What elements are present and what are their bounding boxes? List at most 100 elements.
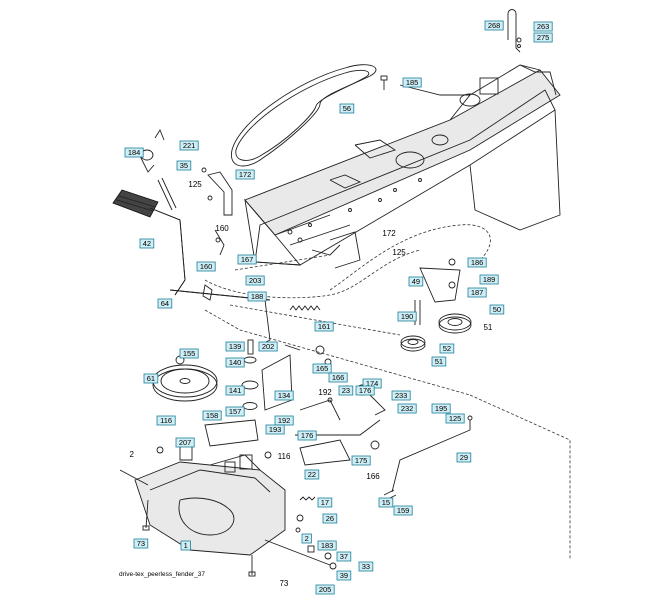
callout-box <box>338 385 354 396</box>
callout-number: 202 <box>262 342 275 351</box>
callout-box <box>225 357 245 368</box>
callout-box <box>397 403 417 414</box>
callout-number: 61 <box>147 374 155 383</box>
callout-42: 42 <box>139 238 155 249</box>
callout-number: 140 <box>229 358 242 367</box>
callout-221: 221 <box>179 140 199 151</box>
pulley-61 <box>152 355 218 402</box>
callout-184: 184 <box>124 147 144 158</box>
callout-193: 193 <box>265 424 285 435</box>
callout-box <box>237 254 257 265</box>
callout-160: 160 <box>196 261 216 272</box>
callout-box <box>304 469 320 480</box>
callout-number: 51 <box>483 323 492 332</box>
transaxle <box>119 446 331 577</box>
callout-box <box>467 257 487 268</box>
callout-box <box>143 373 159 384</box>
callout-box <box>314 321 334 332</box>
callout-205: 205 <box>315 584 335 595</box>
callout-157: 157 <box>225 406 245 417</box>
callout-158: 158 <box>202 410 222 421</box>
callout-188: 188 <box>247 291 267 302</box>
callout-number: 33 <box>362 562 370 571</box>
callout-number: 2 <box>129 450 134 459</box>
callout-number: 176 <box>359 386 372 395</box>
callout-number: 189 <box>483 275 496 284</box>
callout-56: 56 <box>339 103 355 114</box>
control-linkage <box>295 384 386 466</box>
callout-box <box>124 147 144 158</box>
callout-box <box>196 261 216 272</box>
callout-box <box>322 513 338 524</box>
callout-number: 125 <box>188 180 202 189</box>
callout-box <box>225 385 245 396</box>
callout-number: 155 <box>183 349 196 358</box>
callout-box <box>235 169 255 180</box>
callout-175: 175 <box>351 455 371 466</box>
callout-box <box>355 385 375 396</box>
callout-box <box>156 415 176 426</box>
callout-number: 233 <box>395 391 408 400</box>
callout-box <box>328 372 348 383</box>
callout-61: 61 <box>143 373 159 384</box>
callout-box <box>139 238 155 249</box>
callout-number: 1 <box>184 541 188 550</box>
callout-box <box>439 343 455 354</box>
callout-box <box>391 390 411 401</box>
callout-160: 160 <box>215 224 229 233</box>
callout-1: 1 <box>180 540 191 551</box>
callout-number: 186 <box>471 258 484 267</box>
callout-141: 141 <box>225 385 245 396</box>
callout-box <box>393 505 413 516</box>
callout-263: 263 <box>533 21 553 32</box>
callout-139: 139 <box>225 341 245 352</box>
callout-box <box>175 437 195 448</box>
callout-box <box>317 540 337 551</box>
callout-192: 192 <box>274 415 294 426</box>
callout-167: 167 <box>237 254 257 265</box>
callout-number: 23 <box>342 386 350 395</box>
callout-box <box>176 160 192 171</box>
callout-22: 22 <box>304 469 320 480</box>
callout-box <box>245 275 265 286</box>
callout-176: 176 <box>297 430 317 441</box>
callout-number: 2 <box>305 534 309 543</box>
callout-268: 268 <box>484 20 504 31</box>
callout-box <box>315 584 335 595</box>
callout-box <box>467 287 487 298</box>
washer-stack <box>241 339 332 411</box>
chassis-frame <box>244 64 561 269</box>
callout-number: 263 <box>537 22 550 31</box>
callout-box <box>336 551 352 562</box>
diagram-caption: drive-tex_peerless_fender_37 <box>119 571 205 578</box>
callout-52: 52 <box>439 343 455 354</box>
callout-203: 203 <box>245 275 265 286</box>
callout-number: 56 <box>343 104 351 113</box>
callout-number: 17 <box>321 498 329 507</box>
cross-shaft <box>169 229 271 346</box>
callout-box <box>351 455 371 466</box>
callout-125: 125 <box>445 413 465 424</box>
bolt-185 <box>380 75 388 90</box>
callout-number: 125 <box>392 248 406 257</box>
callout-192: 192 <box>318 388 332 397</box>
drive-belt <box>230 64 377 167</box>
callout-172: 172 <box>382 229 396 238</box>
callout-number: 73 <box>279 579 288 588</box>
callout-box <box>479 274 499 285</box>
callout-23: 23 <box>338 385 354 396</box>
callout-number: 49 <box>412 277 420 286</box>
callout-box <box>225 406 245 417</box>
callout-165: 165 <box>312 363 332 374</box>
callout-125: 125 <box>188 180 202 189</box>
callout-33: 33 <box>358 561 374 572</box>
idler-pulleys <box>400 258 472 352</box>
callout-number: 116 <box>278 452 291 461</box>
callout-box <box>202 410 222 421</box>
callout-166: 166 <box>328 372 348 383</box>
callout-box <box>225 341 245 352</box>
callout-number: 184 <box>128 148 141 157</box>
callout-2: 2 <box>301 533 312 544</box>
